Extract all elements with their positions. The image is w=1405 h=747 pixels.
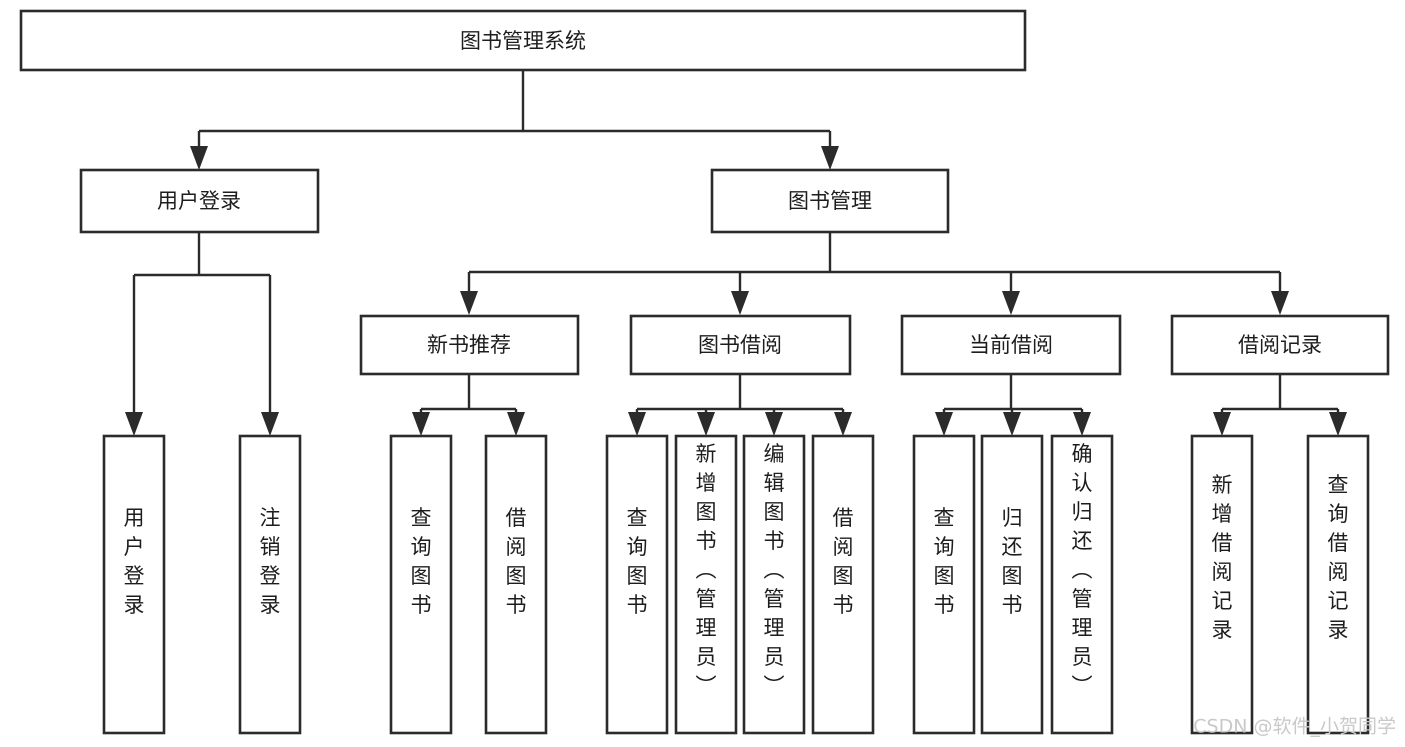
node-leaf-rec-borrow-box[interactable] — [484, 434, 548, 735]
node-leaf-rec-query[interactable]: 查询图书 — [389, 434, 453, 735]
node-leaf-borrow-add-label: 新增图书︵管理员︶ — [696, 442, 717, 698]
node-user-login-box[interactable] — [79, 168, 320, 234]
node-user-login[interactable]: 用户登录 — [79, 168, 320, 234]
arrow-to-book-borrow — [731, 291, 749, 315]
node-leaf-user-logout-box[interactable] — [238, 434, 302, 735]
node-leaf-borrow-add-box[interactable] — [674, 434, 738, 735]
node-new-book-rec[interactable]: 新书推荐 — [359, 314, 580, 376]
node-leaf-borrow-query[interactable]: 查询图书 — [605, 434, 669, 735]
node-leaf-user-login-box[interactable] — [102, 434, 166, 735]
node-root[interactable]: 图书管理系统 — [19, 9, 1027, 72]
node-leaf-borrow-edit-box[interactable] — [742, 434, 806, 735]
node-leaf-cur-return-box[interactable] — [980, 434, 1044, 735]
node-leaf-rec-add-box[interactable] — [1190, 434, 1254, 735]
node-leaf-rec-add-label: 新增借阅记录 — [1212, 473, 1233, 642]
arrow-to-new-book-rec — [460, 291, 478, 315]
node-leaf-cur-return-label: 归还图书 — [1002, 506, 1023, 617]
node-book-borrow-box[interactable] — [629, 314, 852, 376]
arrow-to-leaf-rec-add — [1213, 412, 1231, 436]
arrow-to-book-manage — [821, 146, 839, 170]
node-leaf-cur-query-box[interactable] — [912, 434, 976, 735]
arrow-to-borrow-record — [1271, 291, 1289, 315]
arrow-to-user-login — [190, 146, 208, 170]
node-book-manage[interactable]: 图书管理 — [710, 168, 950, 234]
arrow-to-leaf-cur-confirm — [1073, 412, 1091, 436]
node-borrow-record-label: 借阅记录 — [1238, 333, 1322, 357]
node-borrow-record-box[interactable] — [1170, 314, 1390, 376]
node-borrow-record[interactable]: 借阅记录 — [1170, 314, 1390, 376]
node-leaf-rec-search[interactable]: 查询借阅记录 — [1306, 434, 1370, 735]
node-leaf-rec-query-label: 查询图书 — [411, 506, 432, 617]
node-leaf-cur-query[interactable]: 查询图书 — [912, 434, 976, 735]
arrow-to-leaf-rec-query — [412, 412, 430, 436]
node-root-label: 图书管理系统 — [460, 29, 586, 53]
node-current-borrow-box[interactable] — [900, 314, 1122, 376]
node-leaf-borrow-edit-label: 编辑图书︵管理员︶ — [764, 442, 785, 698]
node-current-borrow-label: 当前借阅 — [969, 333, 1053, 357]
node-leaf-rec-borrow[interactable]: 借阅图书 — [484, 434, 548, 735]
arrow-to-leaf-borrow-query — [628, 412, 646, 436]
node-leaf-borrow-lend-label: 借阅图书 — [833, 506, 854, 617]
node-leaf-cur-confirm-label: 确认归还︵管理员︶ — [1072, 442, 1093, 698]
node-new-book-rec-label: 新书推荐 — [427, 333, 511, 357]
node-book-manage-label: 图书管理 — [788, 189, 872, 213]
node-leaf-user-logout-label: 注销登录 — [260, 506, 281, 617]
node-leaf-cur-confirm[interactable]: 确认归还︵管理员︶ — [1050, 434, 1114, 735]
node-leaf-user-login-label: 用户登录 — [124, 506, 145, 617]
csdn-watermark: CSDN @软件_小贺同学 — [1193, 716, 1396, 738]
node-leaf-rec-query-box[interactable] — [389, 434, 453, 735]
node-leaf-cur-confirm-box[interactable] — [1050, 434, 1114, 735]
node-leaf-rec-search-box[interactable] — [1306, 434, 1370, 735]
node-leaf-user-logout[interactable]: 注销登录 — [238, 434, 302, 735]
node-leaf-rec-borrow-label: 借阅图书 — [506, 506, 527, 617]
node-book-borrow-label: 图书借阅 — [698, 333, 782, 357]
node-leaf-rec-search-label: 查询借阅记录 — [1328, 473, 1349, 642]
arrow-to-leaf-user-logout — [261, 412, 279, 436]
node-current-borrow[interactable]: 当前借阅 — [900, 314, 1122, 376]
node-user-login-label: 用户登录 — [157, 189, 241, 213]
arrow-to-leaf-cur-query — [935, 412, 953, 436]
node-leaf-borrow-edit[interactable]: 编辑图书︵管理员︶ — [742, 434, 806, 735]
arrow-to-leaf-borrow-lend — [834, 412, 852, 436]
connector-layer — [125, 70, 1347, 436]
arrow-to-current-borrow — [1002, 291, 1020, 315]
node-leaf-borrow-query-box[interactable] — [605, 434, 669, 735]
node-leaf-borrow-lend-box[interactable] — [811, 434, 875, 735]
node-root-box[interactable] — [19, 9, 1027, 72]
node-book-borrow[interactable]: 图书借阅 — [629, 314, 852, 376]
arrow-to-leaf-borrow-add — [697, 412, 715, 436]
node-leaf-cur-query-label: 查询图书 — [934, 506, 955, 617]
node-leaf-borrow-lend[interactable]: 借阅图书 — [811, 434, 875, 735]
node-leaf-rec-add[interactable]: 新增借阅记录 — [1190, 434, 1254, 735]
node-leaf-borrow-query-label: 查询图书 — [627, 506, 648, 617]
arrow-to-leaf-cur-return — [1003, 412, 1021, 436]
node-leaf-user-login[interactable]: 用户登录 — [102, 434, 166, 735]
node-new-book-rec-box[interactable] — [359, 314, 580, 376]
node-book-manage-box[interactable] — [710, 168, 950, 234]
arrow-to-leaf-user-login — [125, 412, 143, 436]
arrow-to-leaf-rec-search — [1329, 412, 1347, 436]
node-leaf-cur-return[interactable]: 归还图书 — [980, 434, 1044, 735]
arrow-to-leaf-borrow-edit — [765, 412, 783, 436]
node-leaf-borrow-add[interactable]: 新增图书︵管理员︶ — [674, 434, 738, 735]
arrow-to-leaf-rec-borrow — [507, 412, 525, 436]
